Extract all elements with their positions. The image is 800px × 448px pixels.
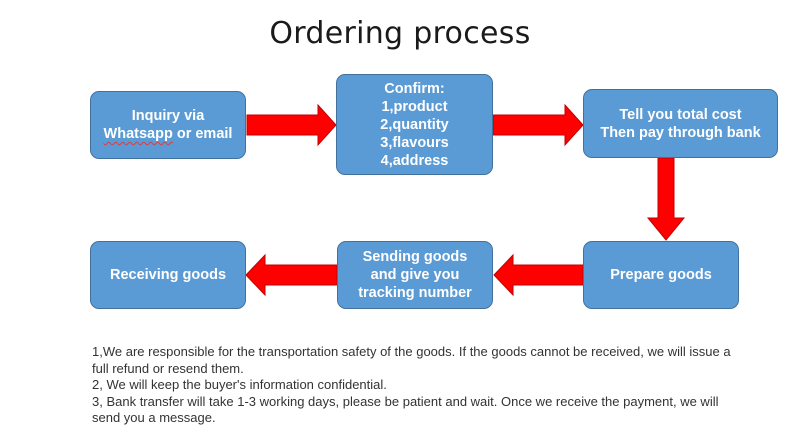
note-item: 3, Bank transfer will take 1-3 working d… xyxy=(92,393,719,426)
step-inquiry-line2: Whatsapp or email xyxy=(104,125,233,143)
step-receiving: Receiving goods xyxy=(90,241,246,309)
arrow-right-icon xyxy=(492,103,584,147)
step-sending: Sending goods and give you tracking numb… xyxy=(337,241,493,309)
confirm-line: 2,quantity xyxy=(380,116,449,133)
receiving-label: Receiving goods xyxy=(109,267,227,283)
step-inquiry-email: or email xyxy=(172,126,233,142)
step-inquiry-line1: Inquiry via xyxy=(131,108,205,124)
page-title: Ordering process xyxy=(269,16,531,51)
step-confirm: Confirm: 1,product 2,quantity 3,flavours… xyxy=(336,74,493,175)
note-item: 1,We are responsible for the transportat… xyxy=(92,344,731,376)
confirm-line: Confirm: xyxy=(384,80,445,97)
confirm-line: 4,address xyxy=(380,152,449,169)
step-cost: Tell you total cost Then pay through ban… xyxy=(583,89,778,158)
prepare-label: Prepare goods xyxy=(610,267,712,283)
arrow-right-icon xyxy=(246,103,337,147)
note-item: 2, We will keep the buyer's information … xyxy=(92,377,387,392)
cost-line: Tell you total cost xyxy=(619,106,742,123)
sending-line: Sending goods xyxy=(362,249,468,265)
arrow-left-icon xyxy=(493,253,584,297)
step-inquiry: Inquiry via Whatsapp or email xyxy=(90,91,246,159)
cost-line: Then pay through bank xyxy=(600,124,761,141)
confirm-line: 1,product xyxy=(381,98,448,115)
step-inquiry-whatsapp: Whatsapp xyxy=(103,126,173,142)
sending-line: tracking number xyxy=(358,285,472,301)
sending-line: and give you xyxy=(370,267,460,283)
arrow-down-icon xyxy=(646,157,686,241)
notes-section: 1,We are responsible for the transportat… xyxy=(92,344,742,427)
confirm-line: 3,flavours xyxy=(380,134,449,151)
arrow-left-icon xyxy=(245,253,338,297)
step-prepare: Prepare goods xyxy=(583,241,739,309)
